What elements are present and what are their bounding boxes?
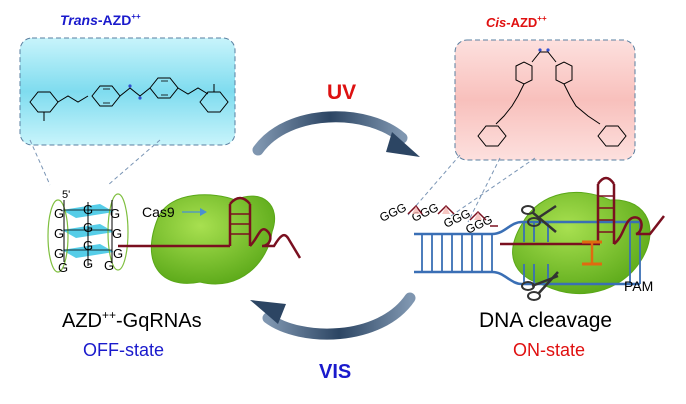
cis-piperidine-right-icon — [597, 125, 627, 147]
uv-arrow-icon — [252, 111, 420, 157]
trans-azd-title: Trans-AZD++ — [60, 12, 141, 28]
g-letter: G — [104, 258, 114, 273]
g-letter: G — [113, 246, 123, 261]
trans-linker-right-icon — [177, 87, 209, 95]
ggg-fragment: GGG — [377, 200, 408, 225]
trans-linker-left-icon — [57, 95, 89, 103]
dna-cleavage-caption: DNA cleavage — [479, 309, 612, 332]
cis-prefix: Cis — [486, 15, 506, 30]
gqrna-caption-part2: -GqRNAs — [116, 310, 202, 332]
g-letter: G — [83, 220, 93, 235]
gqrna-caption: AZD++-GqRNAs — [62, 308, 202, 332]
cis-linker-left-icon — [495, 83, 525, 125]
cis-azd-title: Cis-AZD++ — [486, 14, 547, 30]
cis-suffix: -AZD — [506, 15, 537, 30]
cis-azo-icon — [531, 51, 557, 63]
cis-linker-right-icon — [563, 83, 601, 125]
g-letter: G — [112, 226, 122, 241]
g-letter: G — [110, 206, 120, 221]
released-rna-fragments: GGG GGG GGG GGG — [377, 200, 498, 237]
cis-benzene-1-icon — [515, 61, 533, 85]
trans-suffix: -AZD — [98, 12, 131, 28]
g-letter: G — [54, 206, 64, 221]
g-letter: G — [83, 238, 93, 253]
pam-label: PAM — [624, 278, 653, 294]
vis-arrow-icon — [250, 292, 416, 340]
g-letters: G G G G G G G G G G G G — [54, 202, 123, 275]
pam-marks-icon — [582, 240, 602, 266]
g-letter: G — [54, 226, 64, 241]
g-letter: G — [58, 260, 68, 275]
g-letter: G — [54, 246, 64, 261]
cis-structure-box — [454, 39, 636, 161]
off-state-label: OFF-state — [83, 340, 164, 360]
g-letter: G — [83, 256, 93, 271]
on-state-label: ON-state — [513, 340, 585, 360]
trans-piperidine-right-icon — [199, 84, 229, 113]
g-letter: G — [83, 202, 93, 217]
five-prime-label: 5' — [62, 189, 70, 201]
trans-azo-icon — [119, 87, 151, 97]
cas9-label: Cas9 — [142, 204, 175, 220]
cis-benzene-2-icon — [555, 61, 573, 85]
trans-callout-lines — [29, 139, 161, 186]
scissors-top-icon — [521, 204, 557, 233]
right-grna-icon — [500, 176, 665, 246]
gqrna-caption-sup: ++ — [102, 308, 116, 322]
uv-label: UV — [327, 81, 356, 104]
trans-prefix: Trans — [60, 12, 98, 28]
gqrna-caption-part1: AZD — [62, 310, 102, 332]
cis-piperidine-left-icon — [477, 125, 507, 147]
trans-structure-box — [19, 37, 236, 146]
scissors-bottom-icon — [521, 271, 559, 301]
g-quadruplex-icon — [47, 193, 129, 273]
cis-callout-lines — [407, 154, 536, 223]
left-grna-icon — [118, 196, 302, 259]
cas9-pointer-icon — [182, 208, 207, 216]
cis-charge: ++ — [537, 14, 547, 23]
trans-charge: ++ — [131, 12, 141, 21]
vis-label: VIS — [319, 361, 351, 383]
